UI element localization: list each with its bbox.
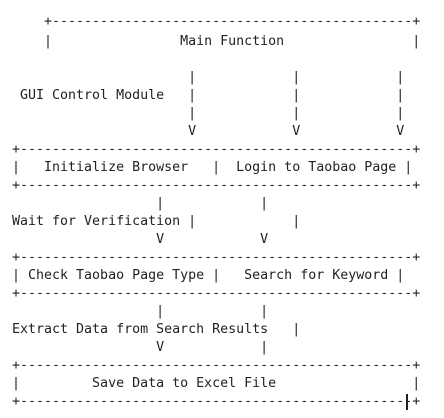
- connector-lines: | | |: [12, 70, 405, 85]
- gui-control-module-label: GUI Control Module | | |: [12, 88, 405, 103]
- extract-data-label: Extract Data from Search Results |: [12, 322, 301, 337]
- check-search-box-bottom-border: +---------------------------------------…: [12, 286, 421, 301]
- save-data-box-bottom-border: +---------------------------------------…: [12, 394, 421, 409]
- save-data-to-excel-label: | Save Data to Excel File |: [12, 376, 421, 391]
- check-page-type-search-keyword-row: | Check Taobao Page Type | Search for Ke…: [12, 268, 405, 283]
- arrow-heads: V |: [12, 340, 269, 355]
- arrow-heads: V V: [12, 232, 269, 247]
- connector-lines: | |: [12, 304, 269, 319]
- connector-lines: | | |: [12, 106, 405, 121]
- check-search-box-top-border: +---------------------------------------…: [12, 250, 421, 265]
- browser-login-box-bottom-border: +---------------------------------------…: [12, 178, 421, 193]
- main-function-box-label: | Main Function |: [12, 34, 421, 49]
- wait-for-verification-label: Wait for Verification | |: [12, 214, 301, 229]
- text-cursor: [406, 394, 408, 410]
- connector-lines: | |: [12, 196, 269, 211]
- initialize-browser-login-taobao-row: | Initialize Browser | Login to Taobao P…: [12, 160, 413, 175]
- arrow-heads: V V V: [12, 124, 405, 139]
- browser-login-box-top-border: +---------------------------------------…: [12, 142, 421, 157]
- save-data-box-top-border: +---------------------------------------…: [12, 358, 421, 373]
- main-function-box-top-border: +---------------------------------------…: [12, 14, 421, 29]
